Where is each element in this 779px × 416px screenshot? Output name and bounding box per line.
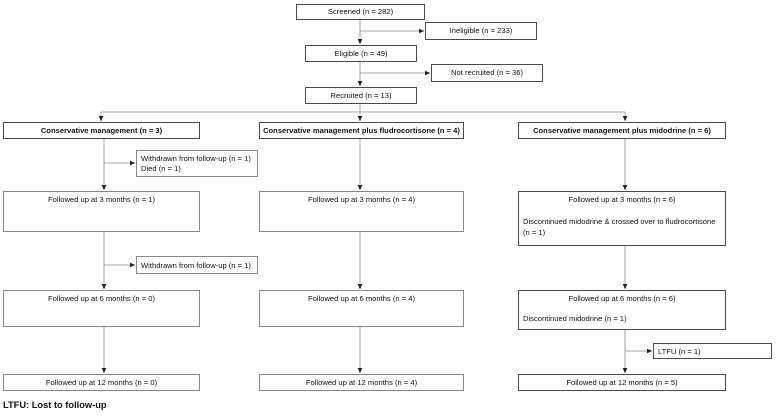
followup-conservative-6m: Followed up at 6 months (n = 0) — [3, 290, 200, 327]
exclusion-box-conservative-3m: Withdrawn from follow-up (n = 1) Died (n… — [136, 150, 258, 177]
node-screened: Screened (n = 282) — [296, 4, 425, 20]
followup-midodrine-3m-note-line1: Discontinued midodrine & crossed over to… — [523, 217, 716, 226]
followup-fludrocortisone-6m-label: Followed up at 6 months (n = 4) — [307, 294, 415, 303]
node-not-recruited-label: Not recruited (n = 36) — [451, 68, 523, 78]
exclusion-line-withdrawn: Withdrawn from follow-up (n = 1) — [141, 154, 251, 163]
node-recruited: Recruited (n = 13) — [305, 87, 417, 104]
node-eligible-label: Eligible (n = 49) — [334, 48, 388, 58]
followup-fludrocortisone-12m-label: Followed up at 12 months (n = 4) — [305, 377, 418, 387]
node-ineligible: Ineligible (n = 233) — [425, 22, 537, 40]
node-eligible: Eligible (n = 49) — [305, 45, 417, 62]
node-ineligible-label: Ineligible (n = 233) — [449, 26, 513, 36]
arm-header-fludrocortisone: Conservative management plus fludrocorti… — [259, 122, 464, 139]
followup-fludrocortisone-3m-label: Followed up at 3 months (n = 4) — [307, 195, 415, 204]
arm-header-conservative-label: Conservative management (n = 3) — [40, 125, 163, 135]
followup-conservative-6m-label: Followed up at 6 months (n = 0) — [47, 294, 155, 303]
node-not-recruited: Not recruited (n = 36) — [431, 64, 543, 82]
node-screened-label: Screened (n = 282) — [327, 7, 394, 17]
arm-header-midodrine: Conservative management plus midodrine (… — [518, 122, 726, 139]
followup-fludrocortisone-3m: Followed up at 3 months (n = 4) — [259, 191, 464, 232]
followup-midodrine-3m-label: Followed up at 3 months (n = 6) — [568, 195, 676, 204]
followup-midodrine-6m-label: Followed up at 6 months (n = 6) — [568, 294, 676, 303]
followup-fludrocortisone-12m: Followed up at 12 months (n = 4) — [259, 374, 464, 391]
followup-midodrine-12m: Followed up at 12 months (n = 5) — [518, 374, 726, 391]
exclusion-box-midodrine-ltfu: LTFU (n = 1) — [653, 343, 772, 359]
exclusion-line-ltfu: LTFU (n = 1) — [658, 347, 701, 356]
followup-conservative-3m: Followed up at 3 months (n = 1) — [3, 191, 200, 232]
exclusion-box-conservative-6m: Withdrawn from follow-up (n = 1) — [136, 256, 258, 274]
followup-conservative-3m-label: Followed up at 3 months (n = 1) — [47, 195, 155, 204]
node-recruited-label: Recruited (n = 13) — [330, 90, 392, 100]
followup-midodrine-3m: Followed up at 3 months (n = 6) Disconti… — [518, 191, 726, 246]
followup-conservative-12m-label: Followed up at 12 months (n = 0) — [45, 377, 158, 387]
arm-header-fludrocortisone-label: Conservative management plus fludrocorti… — [263, 125, 460, 135]
exclusion-line-died: Died (n = 1) — [141, 164, 181, 173]
followup-midodrine-6m-note: Discontinued midodrine (n = 1) — [523, 314, 627, 323]
followup-fludrocortisone-6m: Followed up at 6 months (n = 4) — [259, 290, 464, 327]
figure-footnote: LTFU: Lost to follow-up — [3, 400, 107, 410]
followup-midodrine-12m-label: Followed up at 12 months (n = 5) — [566, 377, 678, 387]
arm-header-midodrine-label: Conservative management plus midodrine (… — [533, 125, 711, 135]
followup-midodrine-3m-note-line2: (n = 1) — [523, 228, 546, 237]
exclusion-line-withdrawn-6m: Withdrawn from follow-up (n = 1) — [141, 261, 251, 270]
arm-header-conservative: Conservative management (n = 3) — [3, 122, 200, 139]
followup-midodrine-6m: Followed up at 6 months (n = 6) Disconti… — [518, 290, 726, 330]
followup-conservative-12m: Followed up at 12 months (n = 0) — [3, 374, 200, 391]
